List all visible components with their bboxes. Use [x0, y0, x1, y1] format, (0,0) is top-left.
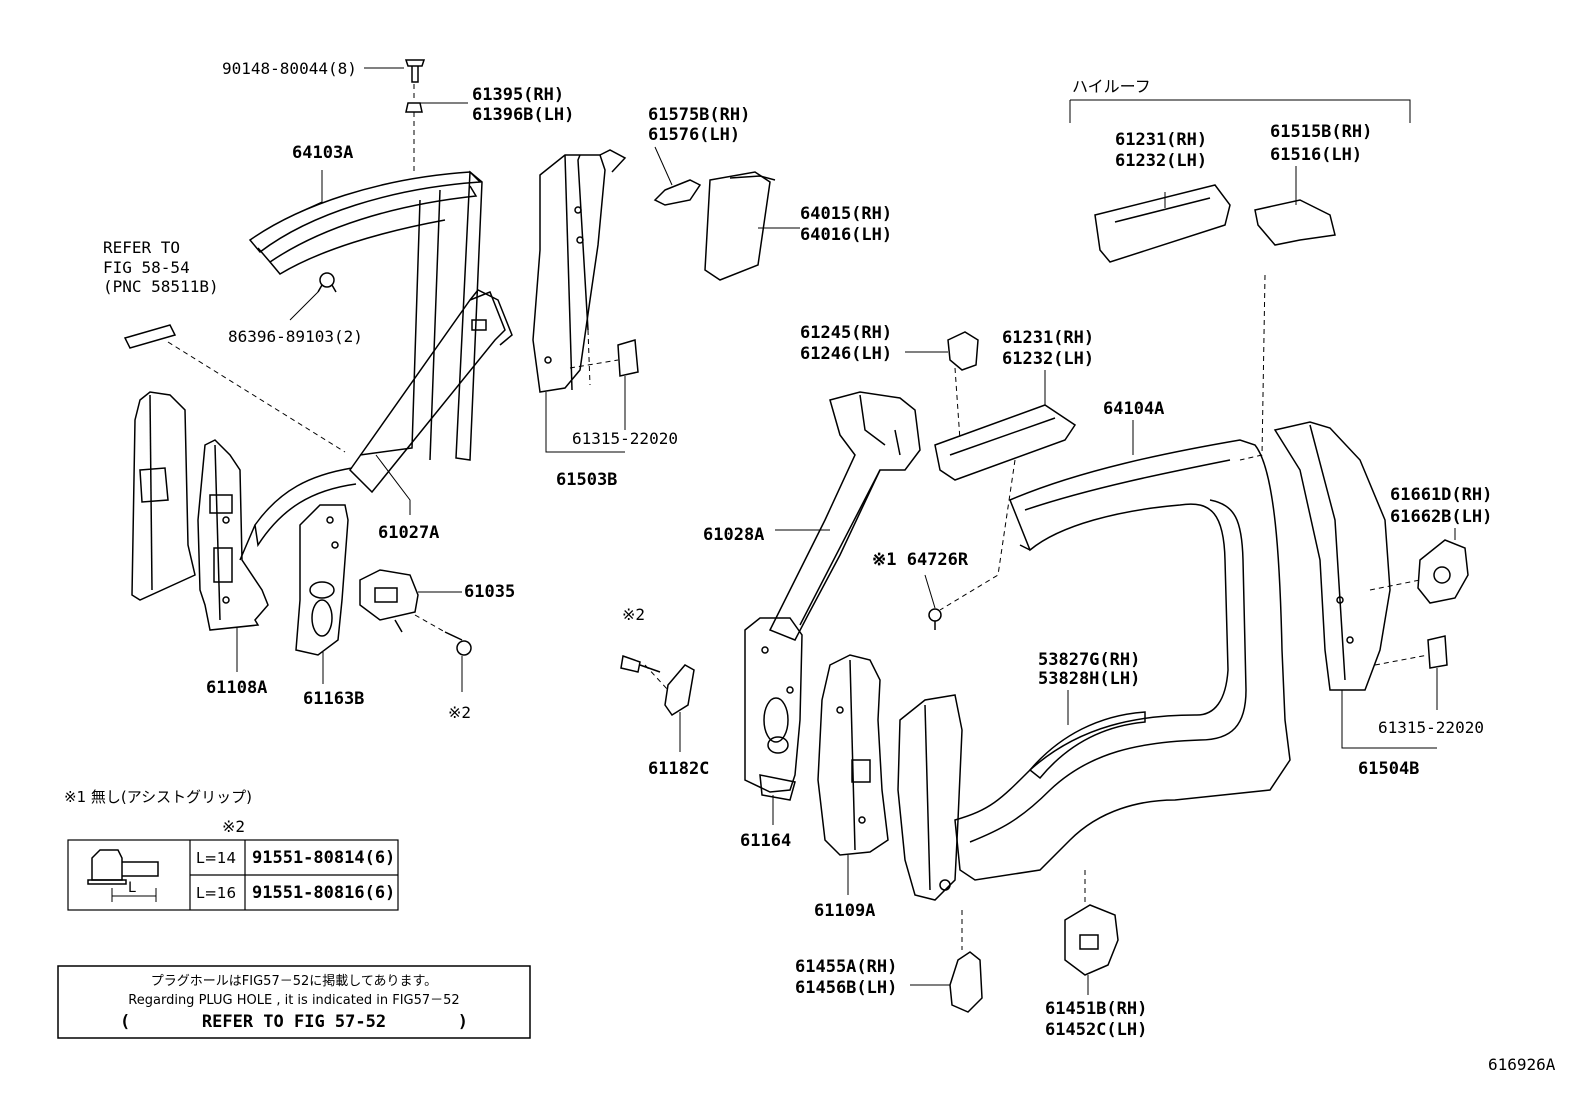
- roof-rail-61231: [934, 404, 1077, 481]
- label-61108: 61108A: [206, 678, 267, 698]
- screw-90148: [404, 59, 426, 83]
- label-61315-b: 61315-22020: [1378, 718, 1484, 737]
- plug-note-en: Regarding PLUG HOLE , it is indicated in…: [128, 993, 459, 1008]
- label-61109: 61109A: [814, 901, 875, 921]
- label-64103: 64103A: [292, 143, 353, 163]
- pillar-61108a: [197, 439, 269, 631]
- pillar-61109a: [817, 654, 889, 856]
- label-61231-a: 61231(RH): [1115, 130, 1207, 150]
- label-61455: 61455A(RH): [795, 957, 897, 977]
- label-90148: 90148-80044(8): [222, 59, 357, 78]
- label-61661: 61661D(RH): [1390, 485, 1492, 505]
- label-61503: 61503B: [556, 470, 617, 490]
- label-61246: 61246(LH): [800, 344, 892, 364]
- label-61232-b: 61232(LH): [1002, 349, 1094, 369]
- label-53827: 53827G(RH): [1038, 650, 1140, 670]
- label-61315-a: 61315-22020: [572, 429, 678, 448]
- label-plate-61315: [617, 339, 639, 377]
- label-61575: 61575B(RH): [648, 105, 750, 125]
- label-61231-b: 61231(RH): [1002, 328, 1094, 348]
- plug-note-jp: プラグホールはFIG57－52に掲載してあります。: [151, 973, 437, 989]
- kome2-bolt-left: ※2: [448, 703, 471, 722]
- bolt-part-2: 91551-80816(6): [252, 883, 395, 903]
- bolt-dim-label: L: [128, 880, 136, 896]
- roof-side-rail-64103a: [248, 170, 483, 461]
- pillar-61503b: [532, 149, 627, 393]
- assembly-lines: [167, 84, 1429, 950]
- panel-64015: [704, 171, 776, 281]
- label-64015: 64015(RH): [800, 204, 892, 224]
- clip-86396: [317, 272, 337, 293]
- roof-rail-highroof-61231: [1094, 184, 1231, 263]
- plug-strip: [123, 324, 177, 349]
- plug-note-refer: ( REFER TO FIG 57-52 ): [120, 1012, 468, 1032]
- label-53828: 53828H(LH): [1038, 669, 1140, 689]
- footnote-text: ※1 無し(アシストグリップ): [64, 788, 252, 806]
- label-plate-61315b: [1427, 635, 1448, 669]
- inner-panel-lower: [897, 694, 963, 901]
- refer-line-1: REFER TO: [103, 238, 180, 257]
- label-61028: 61028A: [703, 525, 764, 545]
- bracket-61661d: [1417, 539, 1469, 604]
- label-61662: 61662B(LH): [1390, 507, 1492, 527]
- wheel-trim-53827: [1028, 711, 1146, 780]
- kome2-table-header: ※2: [222, 817, 245, 836]
- label-61027: 61027A: [378, 523, 439, 543]
- part-labels: 90148-80044(8) 61395(RH) 61396B(LH) 6410…: [103, 59, 1556, 1074]
- label-61395: 61395(RH): [472, 85, 564, 105]
- label-61504: 61504B: [1358, 759, 1419, 779]
- label-61163: 61163B: [303, 689, 364, 709]
- bracket-61515b: [1254, 199, 1336, 246]
- footnote-block: ※1 無し(アシストグリップ) ※2: [64, 788, 252, 836]
- bolt-icon: [620, 654, 661, 673]
- pillar-61164: [744, 617, 803, 801]
- refer-line-2: FIG 58-54: [103, 258, 190, 277]
- kome2-bolt-right: ※2: [622, 605, 645, 624]
- reinforcement-61163b: [295, 504, 349, 656]
- label-61182: 61182C: [648, 759, 709, 779]
- label-61515: 61515B(RH): [1270, 122, 1372, 142]
- bolt-table: L L=14 91551-80814(6) L=16 91551-80816(6…: [67, 839, 399, 911]
- label-61576: 61576(LH): [648, 125, 740, 145]
- label-61245: 61245(RH): [800, 323, 892, 343]
- flange-bolt-icon: [87, 849, 159, 885]
- leader-lines: [236, 67, 1456, 995]
- label-61164: 61164: [740, 831, 791, 851]
- label-61035: 61035: [464, 582, 515, 602]
- bolt-length-2: L=16: [196, 884, 236, 902]
- label-64726: ※1 64726R: [872, 550, 969, 570]
- label-64016: 64016(LH): [800, 225, 892, 245]
- label-86396: 86396-89103(2): [228, 327, 363, 346]
- bracket-61451b: [1064, 904, 1119, 976]
- label-61516: 61516(LH): [1270, 145, 1362, 165]
- label-61452: 61452C(LH): [1045, 1020, 1147, 1040]
- label-61396: 61396B(LH): [472, 105, 574, 125]
- inner-pillar-61027a: [239, 289, 513, 561]
- refer-line-3: (PNC 58511B): [103, 277, 219, 296]
- label-64104: 64104A: [1103, 399, 1164, 419]
- outer-pillar-piece: [131, 391, 196, 601]
- label-61232-a: 61232(LH): [1115, 151, 1207, 171]
- plug-hole-note: プラグホールはFIG57－52に掲載してあります。 Regarding PLUG…: [57, 965, 531, 1039]
- bracket-61575b: [653, 179, 702, 206]
- bracket-61455a: [949, 951, 983, 1013]
- bracket-61245: [947, 331, 979, 371]
- nut-61395: [405, 102, 423, 113]
- bracket-61182c: [664, 664, 695, 717]
- figure-id: 616926A: [1488, 1055, 1556, 1074]
- quarter-panel-64104a: [954, 439, 1291, 881]
- pillar-61504b: [1273, 421, 1391, 691]
- striker-61035: [359, 569, 419, 633]
- label-61456: 61456B(LH): [795, 978, 897, 998]
- bolt-icon: [444, 631, 472, 656]
- pillar-61028a: [768, 391, 921, 641]
- bolt-part-1: 91551-80814(6): [252, 848, 395, 868]
- clip-64726r: [928, 608, 942, 630]
- label-highroof: ハイルーフ: [1072, 77, 1151, 96]
- label-61451: 61451B(RH): [1045, 999, 1147, 1019]
- bolt-length-1: L=14: [196, 849, 236, 867]
